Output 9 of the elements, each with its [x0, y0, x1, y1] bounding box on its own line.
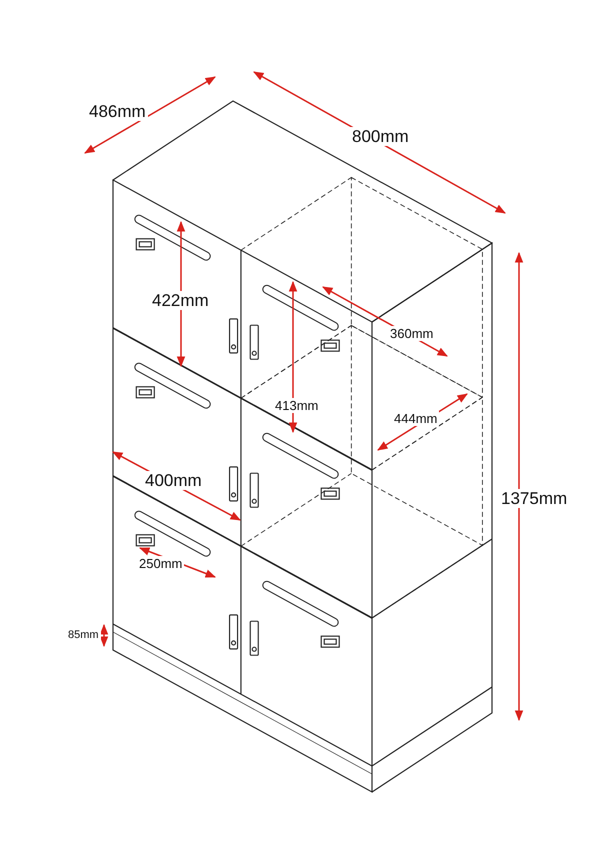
dimension-label: 422mm [150, 291, 211, 310]
dimension-label: 400mm [143, 471, 204, 490]
dimension-label: 360mm [388, 326, 436, 341]
dimension-label: 1375mm [499, 489, 570, 508]
dimension-label: 250mm [137, 556, 184, 571]
dimension-label: 800mm [350, 127, 411, 146]
dimension-label: 486mm [87, 102, 148, 121]
dimension-label: 413mm [273, 398, 320, 413]
dimension-label: 444mm [392, 411, 440, 426]
